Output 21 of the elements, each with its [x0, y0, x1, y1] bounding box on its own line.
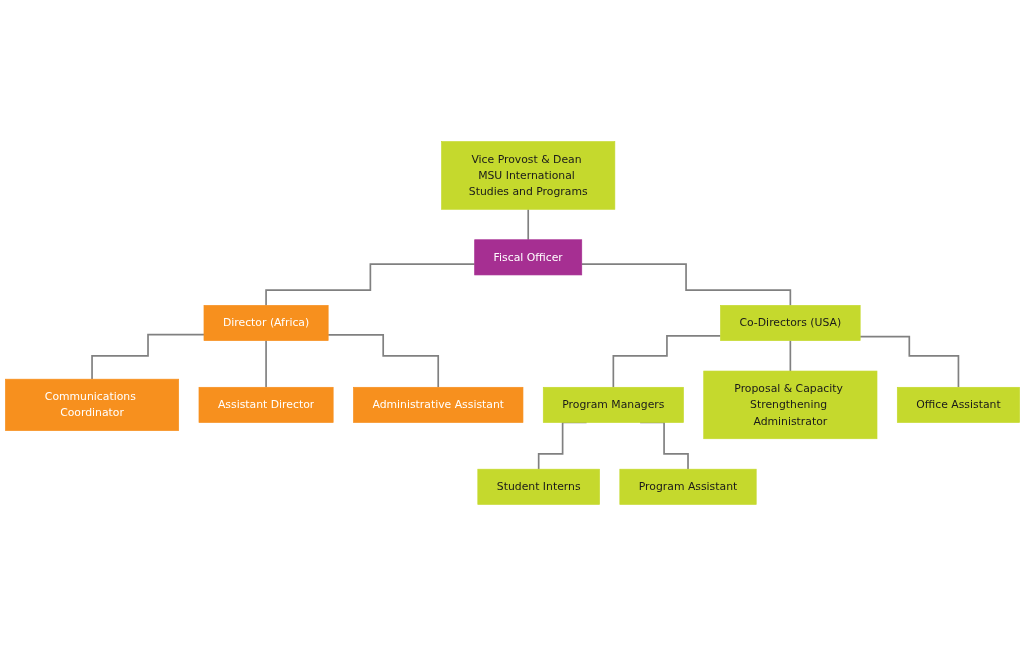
- node-box: Program Managers: [542, 386, 684, 423]
- node-box: Fiscal Officer: [474, 239, 583, 276]
- connector: [580, 263, 792, 307]
- connector: [265, 263, 476, 307]
- node-box: Co-Directors (USA): [720, 305, 861, 341]
- node-box: Director (Africa): [203, 305, 329, 341]
- node-box: Communications Coordinator: [5, 378, 179, 431]
- connector: [327, 334, 440, 389]
- node-box: Proposal & Capacity Strengthening Administrator: [703, 370, 878, 440]
- node-box: Program Assistant: [619, 468, 757, 505]
- node-box: Assistant Director: [198, 386, 334, 423]
- connector: [789, 339, 792, 372]
- node-box: Office Assistant: [896, 386, 1020, 423]
- connector: [612, 335, 722, 389]
- connector: [527, 208, 530, 241]
- node-box: Vice Provost & Dean MSU International Studies and Programs: [441, 141, 616, 210]
- node-box: Student Interns: [477, 468, 600, 505]
- connector: [91, 333, 205, 381]
- connector: [859, 335, 960, 389]
- node-box: Administrative Assistant: [353, 386, 524, 423]
- connector: [265, 339, 267, 389]
